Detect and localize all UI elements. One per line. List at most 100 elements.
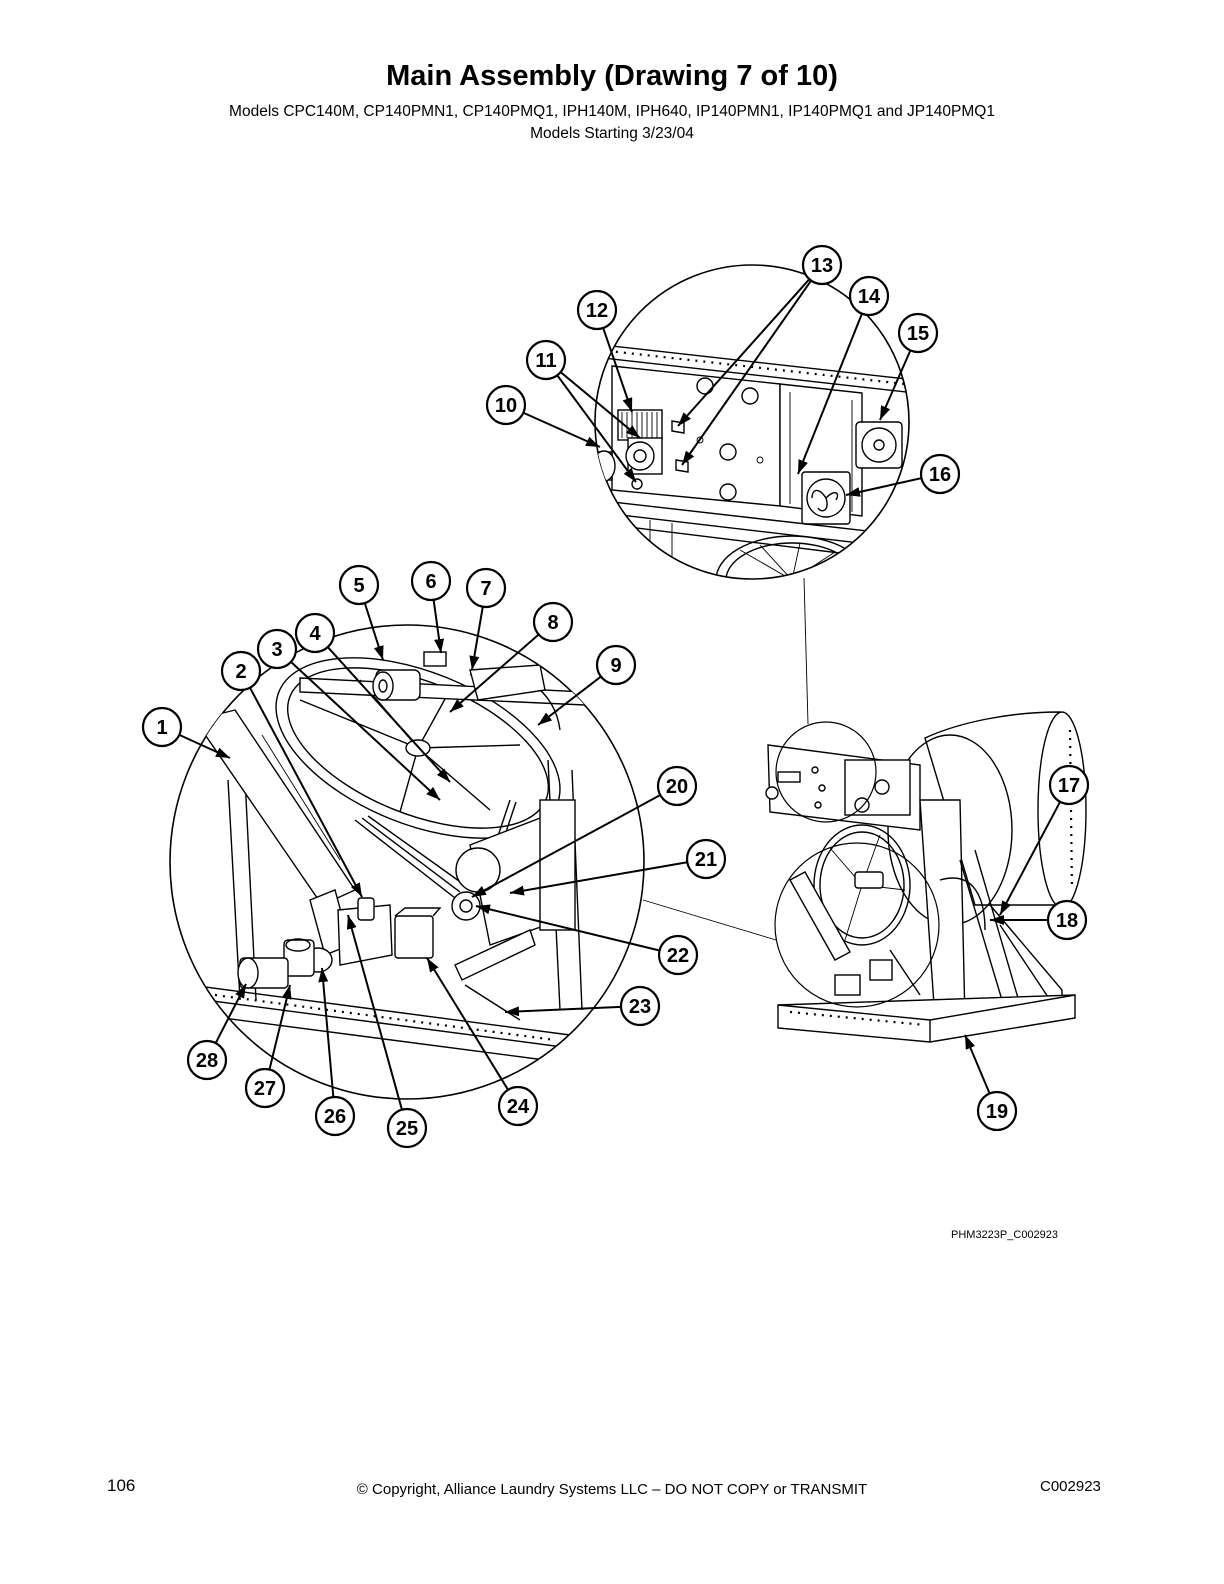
- callout-20: 20: [471, 765, 698, 898]
- callout-circle: [294, 612, 336, 654]
- callout-number: 5: [353, 575, 364, 597]
- callout-circle: [410, 560, 452, 602]
- callout-circle: [532, 601, 574, 643]
- machine-detail-circle-upper: [775, 721, 877, 823]
- callout-leader-line: [677, 278, 811, 427]
- callout-number: 3: [271, 639, 282, 661]
- callout-26: 26: [314, 967, 356, 1137]
- callout-number: 23: [629, 996, 651, 1018]
- callout-circle: [338, 564, 380, 606]
- callout-circle: [656, 765, 698, 807]
- callout-25: 25: [346, 914, 428, 1149]
- callout-leader-line: [469, 606, 484, 671]
- callout-leader-line: [214, 983, 247, 1044]
- motor: [455, 799, 576, 946]
- callout-leader-line: [318, 967, 335, 1098]
- cylinder-fitting: [595, 450, 616, 482]
- callout-leader-line: [178, 733, 231, 759]
- callout-number: 18: [1056, 910, 1078, 932]
- callout-number: 17: [1058, 775, 1080, 797]
- detail-view-drive: [169, 624, 645, 1100]
- callout-circle: [244, 1067, 286, 1109]
- callout-circle: [595, 644, 637, 686]
- callout-number: 19: [986, 1101, 1008, 1123]
- callout-leader-line: [602, 327, 633, 413]
- callout-leader-line: [845, 477, 922, 497]
- callout-number: 7: [480, 578, 491, 600]
- callout-leader-line: [290, 661, 441, 801]
- callout-leader-line: [964, 1034, 991, 1094]
- callout-circle: [220, 650, 262, 692]
- control-panel: [765, 744, 921, 831]
- models-start-date: Models Starting 3/23/04: [530, 125, 694, 142]
- callout-circle: [186, 1039, 228, 1081]
- callout-circle: [897, 312, 939, 354]
- callout-leader-line: [999, 801, 1061, 916]
- callout-21: 21: [509, 838, 727, 896]
- callout-16: 16: [845, 453, 961, 497]
- detail-view-control-panel: [594, 264, 910, 580]
- callout-13: 13: [677, 244, 843, 466]
- callout-number: 4: [309, 623, 321, 645]
- callout-leader-line: [449, 633, 540, 713]
- callout-leader-line: [249, 687, 363, 898]
- callout-leader-line: [537, 675, 602, 726]
- page-title: Main Assembly (Drawing 7 of 10): [386, 60, 838, 92]
- copyright-notice: © Copyright, Alliance Laundry Systems LL…: [356, 1481, 868, 1498]
- callout-circle: [465, 567, 507, 609]
- callout-leader-line: [681, 279, 812, 466]
- fan-upper: [855, 421, 903, 469]
- callout-circle: [525, 339, 567, 381]
- callout-24: 24: [426, 957, 539, 1127]
- machine-overview: [765, 711, 1087, 1043]
- callout-10: 10: [485, 384, 601, 448]
- callout-circle: [976, 1090, 1018, 1132]
- callout-number: 22: [667, 945, 689, 967]
- callout-number: 11: [535, 350, 556, 372]
- callout-circle: [314, 1095, 356, 1137]
- callout-4: 4: [294, 612, 451, 783]
- callout-27: 27: [244, 984, 292, 1109]
- drum: [887, 711, 1087, 926]
- callout-circle: [619, 985, 661, 1027]
- machine-drive: [789, 824, 921, 996]
- callout-number: 13: [811, 255, 833, 277]
- page-number: 106: [107, 1476, 136, 1495]
- callout-circle: [386, 1107, 428, 1149]
- callout-circle: [1048, 764, 1090, 806]
- callout-circle: [657, 934, 699, 976]
- machine-base: [777, 994, 1076, 1043]
- callout-8: 8: [449, 601, 574, 713]
- wheel-partial: [715, 535, 869, 579]
- callout-17: 17: [999, 764, 1090, 916]
- callout-circle: [141, 706, 183, 748]
- callout-number: 20: [666, 776, 688, 798]
- callout-2: 2: [220, 650, 363, 898]
- callout-leader-line: [556, 374, 637, 483]
- callout-circle: [848, 275, 890, 317]
- callout-leader-line: [432, 599, 445, 654]
- detail-connector-lines: [642, 577, 809, 941]
- callout-leader-line: [327, 646, 451, 783]
- callout-11: 11: [525, 339, 641, 483]
- callout-leader-line: [797, 313, 863, 475]
- callout-number: 12: [586, 300, 608, 322]
- callout-circle: [1046, 899, 1088, 941]
- callout-leader-line: [504, 1005, 622, 1017]
- callout-7: 7: [465, 567, 507, 671]
- callout-circle: [485, 384, 527, 426]
- callout-number: 15: [907, 323, 929, 345]
- callout-number: 27: [254, 1078, 276, 1100]
- callout-23: 23: [504, 985, 661, 1027]
- callout-number: 6: [425, 571, 436, 593]
- callout-number: 24: [507, 1096, 530, 1118]
- callout-28: 28: [186, 983, 247, 1081]
- machine-detail-circle-lower: [774, 842, 940, 1008]
- callout-number: 28: [196, 1050, 218, 1072]
- callout-1: 1: [141, 706, 231, 759]
- callout-9: 9: [537, 644, 637, 726]
- callout-leader-line: [509, 861, 688, 896]
- callout-number: 14: [858, 286, 881, 308]
- callout-number: 2: [235, 661, 246, 683]
- callout-number: 8: [547, 612, 558, 634]
